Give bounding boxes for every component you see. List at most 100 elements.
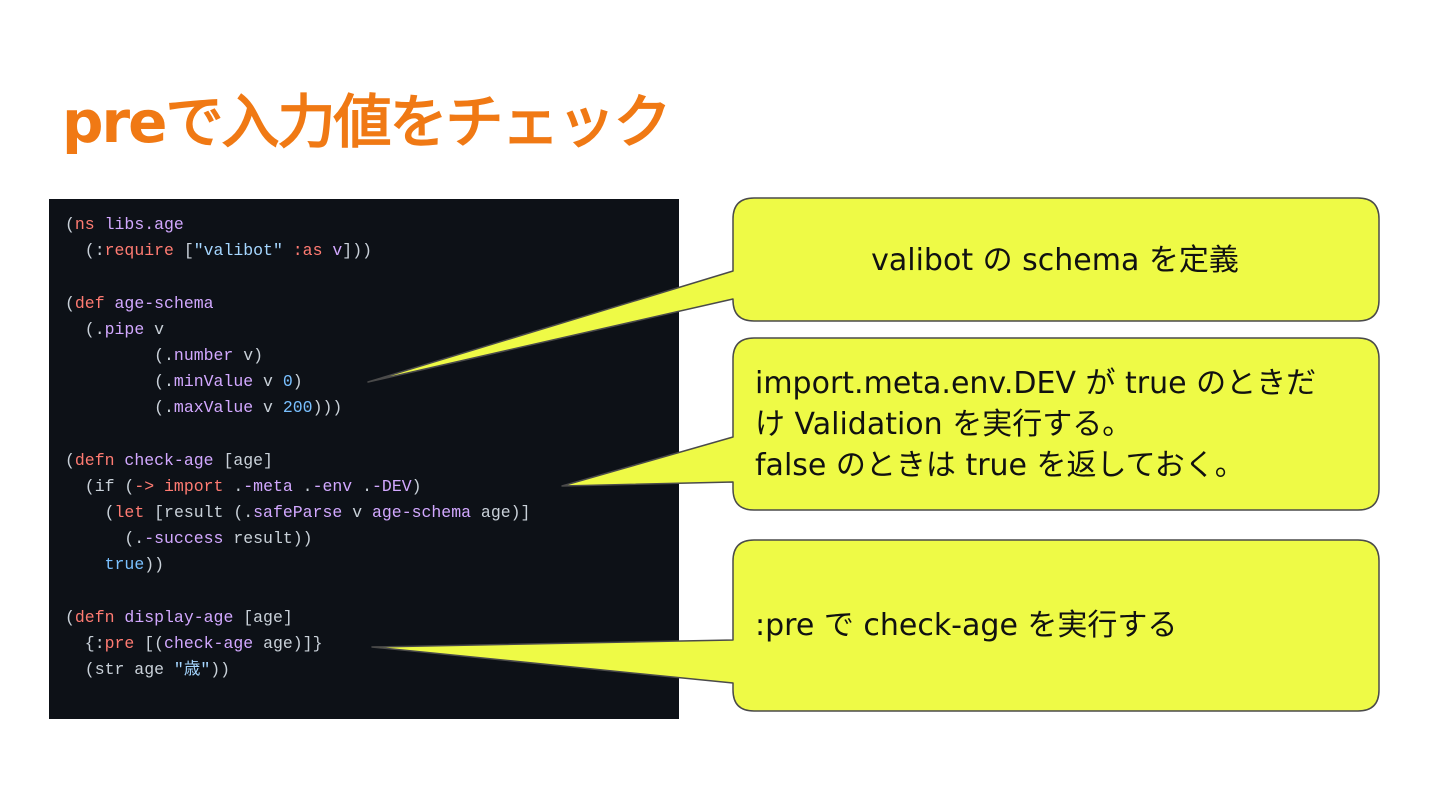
slide-title-prefix: pre — [62, 88, 167, 156]
callout-line: け Validation を実行する。 — [755, 407, 1133, 442]
callout-line: import.meta.env.DEV が true のときだ — [755, 366, 1317, 401]
code-token: age)]} — [253, 634, 323, 653]
code-token: age-schema — [114, 293, 214, 313]
code-token: . — [292, 476, 313, 496]
code-token: safeParse — [253, 503, 343, 523]
code-line: (str age "歳")) — [65, 657, 530, 683]
callout-line: valibot の schema を定義 — [871, 243, 1239, 278]
callout-text-dev-check: import.meta.env.DEV が true のときだ け Valida… — [755, 363, 1365, 486]
code-token: -> — [134, 476, 155, 496]
code-line: (let [result (.safeParse v age-schema ag… — [65, 500, 531, 526]
code-token: . — [223, 476, 244, 496]
code-token: :as — [292, 241, 323, 261]
code-token: v — [154, 319, 165, 339]
code-token: def — [74, 293, 105, 313]
code-token: pipe — [104, 319, 145, 339]
callout-text-pre: :pre で check-age を実行する — [755, 605, 1365, 646]
code-token: minValue — [173, 372, 254, 392]
code-token: ) — [253, 345, 264, 365]
callout-bubble-pre — [371, 539, 1380, 712]
code-token: age-schema — [372, 503, 472, 523]
code-line: (.-success result)) — [65, 526, 530, 552]
code-token: 0 — [282, 372, 293, 392]
code-token: [( — [134, 634, 165, 653]
code-token: defn — [74, 607, 115, 627]
code-line: (.pipe v — [65, 317, 530, 343]
code-token: {: — [65, 634, 105, 653]
code-token: 200 — [282, 398, 313, 418]
code-block: (ns libs.age (:require ["valibot" :as v]… — [49, 199, 679, 719]
code-token: import — [164, 476, 224, 496]
code-token: [ — [173, 241, 194, 261]
code-token: "歳" — [173, 660, 211, 680]
code-token: v — [332, 241, 343, 261]
code-line: (.maxValue v 200))) — [65, 395, 530, 421]
code-token: ))) — [312, 398, 343, 418]
callout-line: :pre で check-age を実行する — [755, 608, 1178, 643]
callout-bubble-dev-check — [561, 337, 1380, 511]
code-token: -meta — [243, 476, 293, 496]
code-token: -DEV — [372, 476, 412, 496]
code-token: v — [263, 372, 273, 392]
code-line: {:pre [(check-age age)]} — [65, 631, 530, 657]
code-token: -env — [312, 476, 353, 496]
code-token: ) — [292, 372, 303, 392]
code-line: (:require ["valibot" :as v])) — [65, 238, 530, 264]
code-line: (def age-schema — [65, 291, 530, 317]
slide-title-main: で入力値をチェック — [165, 88, 671, 156]
code-token: -success — [144, 529, 224, 549]
code-token: ( — [65, 450, 75, 470]
code-token: (if ( — [65, 476, 135, 496]
code-token: (. — [65, 319, 105, 339]
code-token: (. — [65, 345, 174, 365]
code-line: true)) — [65, 552, 530, 578]
code-token: result)) — [223, 529, 313, 549]
code-token: ( — [65, 293, 75, 313]
code-token: require — [104, 241, 174, 261]
code-token: check-age — [124, 450, 214, 470]
code-token: check-age — [164, 634, 254, 653]
code-token: true — [104, 555, 145, 575]
code-token: (. — [65, 372, 174, 392]
code-token: pre — [104, 634, 135, 653]
code-token: )) — [144, 555, 165, 575]
code-token: "valibot" — [193, 241, 283, 261]
code-line: (ns libs.age — [65, 212, 530, 238]
code-token: v — [352, 503, 363, 523]
code-token: v — [243, 345, 254, 365]
code-token: (. — [65, 398, 174, 418]
code-token: [age] — [213, 450, 273, 470]
code-token: . — [352, 476, 373, 496]
code-token: v — [263, 398, 273, 418]
callout-bubble-schema — [367, 197, 1380, 383]
code-token: (. — [65, 529, 145, 549]
slide-title: preで入力値をチェック — [62, 82, 671, 162]
callout-text-schema: valibot の schema を定義 — [735, 240, 1375, 281]
code-token: ns — [74, 215, 95, 234]
code-token: let — [114, 503, 145, 523]
code-token: )) — [210, 660, 231, 680]
code-line: (.number v) — [65, 343, 530, 369]
code-token: ( — [65, 607, 75, 627]
code-token: number — [173, 345, 234, 365]
code-line: (if (-> import .-meta .-env .-DEV) — [65, 474, 530, 500]
code-token: ) — [411, 476, 422, 496]
code-token: (str age — [65, 660, 174, 680]
code-line: (defn display-age [age] — [65, 605, 530, 631]
code-token: ( — [65, 215, 75, 234]
code-token: age)] — [471, 503, 531, 523]
code-line: (.minValue v 0) — [65, 369, 530, 395]
code-token: (: — [65, 241, 105, 261]
code-token: [result (. — [144, 503, 254, 523]
callout-line: false のときは true を返しておく。 — [755, 448, 1245, 483]
code-token: display-age — [124, 607, 234, 627]
code-text: (ns libs.age (:require ["valibot" :as v]… — [65, 212, 530, 683]
code-line: (defn check-age [age] — [65, 448, 530, 474]
code-token: maxValue — [173, 398, 254, 418]
code-token: ])) — [342, 241, 373, 261]
code-token: defn — [74, 450, 115, 470]
code-token: ( — [65, 503, 115, 523]
code-token: [age] — [233, 607, 293, 627]
code-token: libs.age — [104, 215, 184, 234]
